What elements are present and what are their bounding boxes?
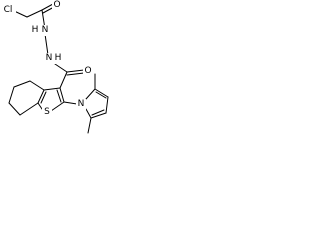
thiophene-sulfur-label: S	[44, 107, 50, 117]
carbonyl-oxygen-right-label: O	[84, 66, 91, 76]
bond-c4p-c5p-a	[90, 112, 107, 119]
bond-c5-c6	[8, 86, 15, 104]
bond-c3-c2-a	[59, 87, 65, 103]
chlorine-label: Cl	[4, 5, 13, 15]
bond-c7a-c3a-b	[40, 91, 47, 104]
bond-amide-c-o-a	[66, 69, 85, 73]
bond-c5p-pn	[85, 108, 92, 119]
bond-nh1-nh2	[44, 33, 49, 56]
bond-c7-c7a	[19, 102, 39, 116]
bond-c3-c2-b	[56, 89, 62, 103]
bonds	[8, 3, 109, 134]
bond-c5p-methyl	[87, 117, 92, 134]
bond-c3-c3a	[43, 87, 61, 91]
pyrrole-nitrogen-label: N	[78, 99, 85, 109]
bond-pn-c2p	[85, 88, 96, 100]
carbonyl-oxygen-top-label: O	[53, 0, 60, 10]
nh2-h-label: H	[55, 53, 62, 63]
bond-ch2-carbonyl	[26, 9, 43, 18]
bond-amide-c-o-b	[66, 72, 85, 76]
bond-c2-s	[50, 101, 65, 112]
bond-c2-pyrrole-n	[63, 101, 78, 105]
bond-c2p-c3p-a	[94, 88, 109, 98]
bond-c3p-c4p	[105, 96, 109, 114]
bond-c3a-c4	[29, 80, 45, 91]
bond-c2p-c3p-b	[95, 91, 107, 99]
nh2-n-label: N	[46, 53, 53, 63]
nh1-h-label: H	[32, 25, 39, 35]
bond-carbonyl-o-top-a	[41, 3, 54, 11]
bond-c4p-c5p-b	[91, 109, 105, 116]
nh1-n-label: N	[42, 25, 49, 35]
chemical-structure: Cl O N H N H O S N	[0, 0, 109, 134]
atom-labels: Cl O N H N H O S N	[0, 0, 93, 118]
bond-c6-c7	[8, 102, 21, 116]
bond-c4-c5	[13, 80, 31, 88]
bond-amide-c-thiophene	[59, 71, 68, 89]
bond-c7a-c3a-a	[37, 89, 45, 104]
